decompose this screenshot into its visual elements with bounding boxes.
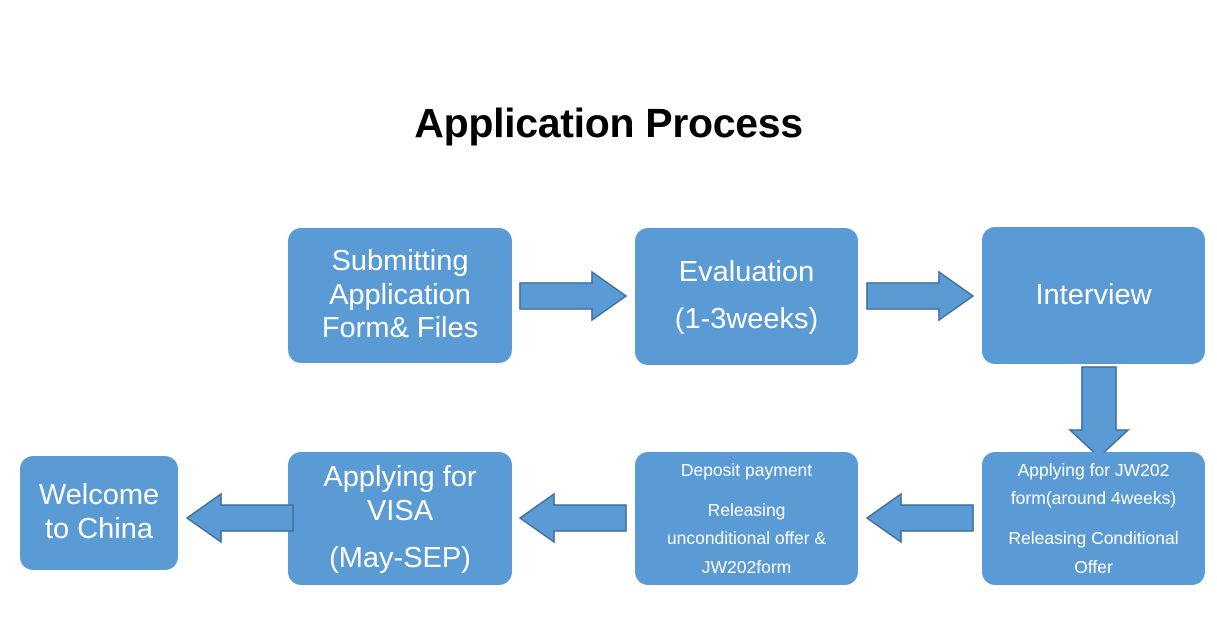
node-line: form(around 4weeks) (1010, 488, 1177, 509)
arrow-left-visa-to-welcome (186, 492, 294, 544)
node-line: Form& Files (321, 312, 479, 345)
arrow-right-evaluation-to-interview (866, 270, 974, 322)
node-line: (1-3weeks) (674, 303, 819, 335)
node-line: Deposit payment (680, 460, 813, 480)
process-node-applying-for-visa[interactable]: Applying for VISA (May-SEP) (288, 452, 512, 585)
node-paragraph: Applying for JW202 form(around 4weeks) (990, 456, 1197, 513)
node-paragraph: Deposit payment (643, 456, 850, 484)
node-line: Interview (1035, 278, 1152, 311)
node-line: Releasing (707, 499, 786, 520)
arrow-left-jw202-to-deposit (866, 492, 974, 544)
node-line: JW202form (701, 556, 792, 577)
node-paragraph: Releasing unconditional offer & JW202for… (643, 496, 850, 581)
node-line: to China (44, 513, 153, 545)
node-line: Welcome (38, 479, 160, 512)
page-title: Application Process (414, 100, 803, 146)
node-paragraph: Releasing Conditional Offer (990, 524, 1197, 581)
node-line: unconditional offer & (666, 528, 827, 549)
process-node-deposit-unconditional-offer[interactable]: Deposit payment Releasing unconditional … (635, 452, 858, 585)
arrow-left-deposit-to-visa (519, 492, 627, 544)
process-node-welcome-to-china[interactable]: Welcome to China (20, 456, 178, 570)
process-node-jw202-conditional-offer[interactable]: Applying for JW202 form(around 4weeks) R… (982, 452, 1205, 585)
process-node-submitting-application[interactable]: Submitting Application Form& Files (288, 228, 512, 363)
process-node-evaluation[interactable]: Evaluation (1-3weeks) (635, 228, 858, 365)
node-line: Application (329, 278, 471, 311)
process-node-interview[interactable]: Interview (982, 227, 1205, 364)
node-line: Evaluation (678, 256, 815, 289)
node-line: Releasing Conditional (1008, 528, 1179, 549)
node-line: Submitting (331, 244, 469, 277)
node-line: (May-SEP) (329, 541, 471, 574)
arrow-down-interview-to-jw202 (1068, 366, 1130, 458)
node-line: Applying for (323, 461, 477, 494)
node-line: Offer (1074, 556, 1113, 577)
node-line: VISA (366, 495, 434, 528)
arrow-right-submit-to-evaluation (519, 270, 627, 322)
node-line: Applying for JW202 (1017, 460, 1170, 480)
